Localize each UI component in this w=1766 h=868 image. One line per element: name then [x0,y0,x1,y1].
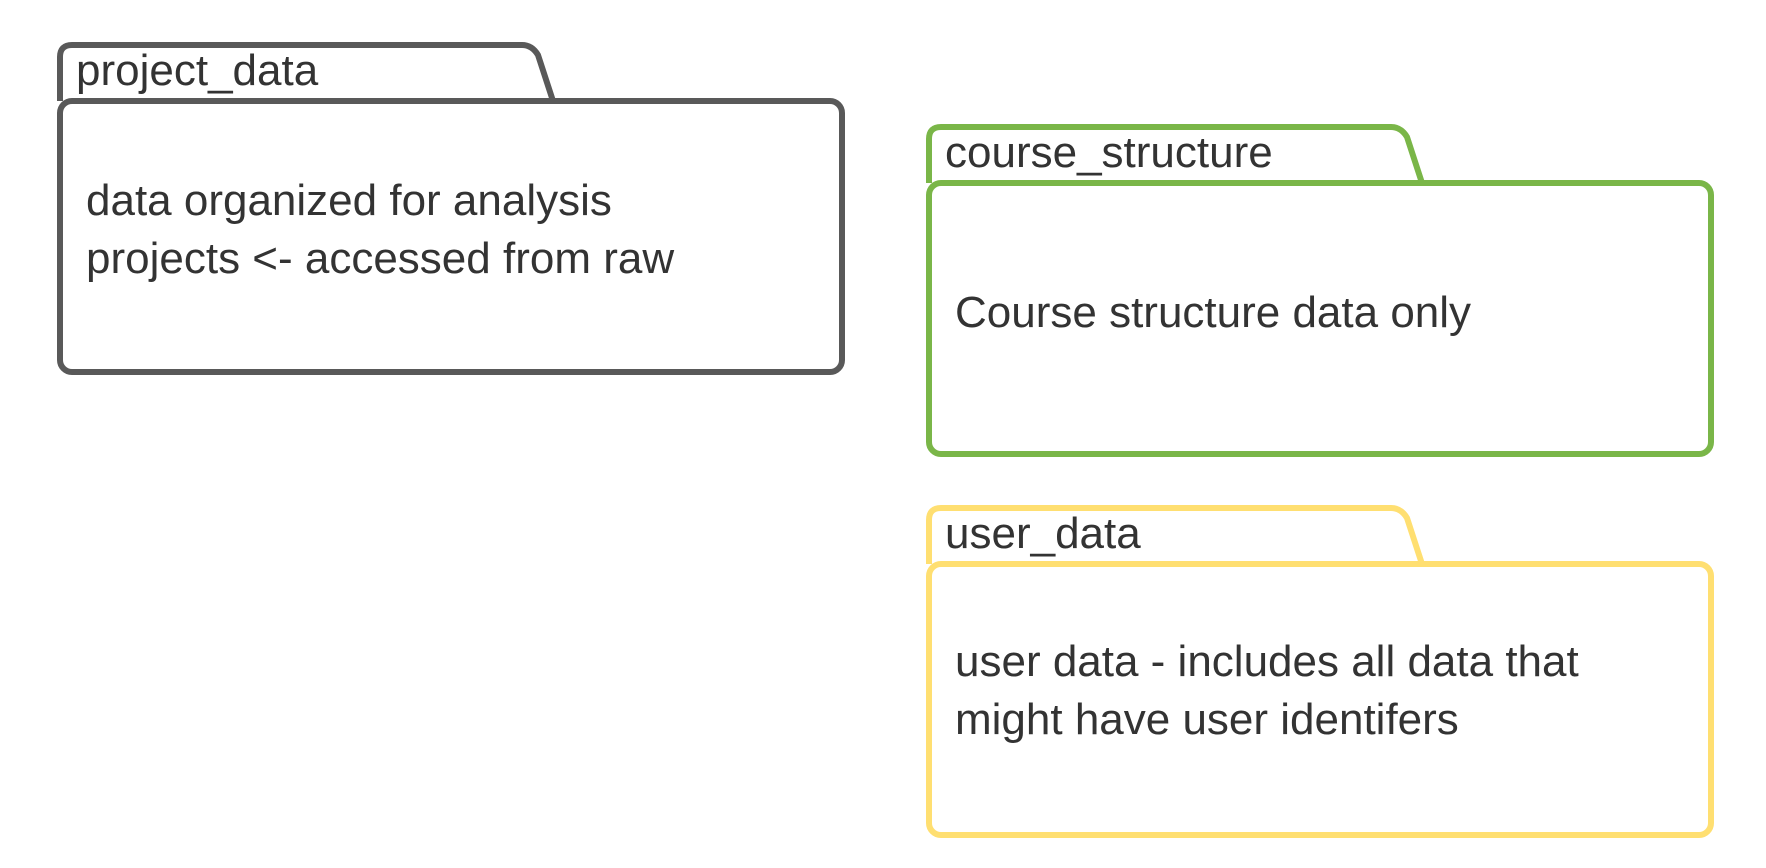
description-line: data organized for analysis [86,176,612,225]
package-course-structure-description: Course structure data only [955,284,1471,342]
package-user-data-title: user_data [945,509,1141,558]
package-user-data-outline [926,505,1714,838]
package-project-data-description: data organized for analysis projects <- … [86,172,674,288]
description-line: might have user identifers [955,695,1459,744]
package-user-data[interactable]: user_data user data - includes all data … [926,505,1714,838]
description-line: projects <- accessed from raw [86,234,675,283]
package-project-data-outline [57,42,845,375]
description-line: Course structure data only [955,288,1472,337]
description-line: user data - includes all data that [955,637,1579,686]
package-project-data[interactable]: project_data data organized for analysis… [57,42,845,375]
package-user-data-description: user data - includes all data that might… [955,633,1579,749]
package-course-structure-title: course_structure [945,128,1273,177]
package-course-structure[interactable]: course_structure Course structure data o… [926,124,1714,457]
package-project-data-title: project_data [76,46,319,95]
package-course-structure-outline [926,124,1714,457]
